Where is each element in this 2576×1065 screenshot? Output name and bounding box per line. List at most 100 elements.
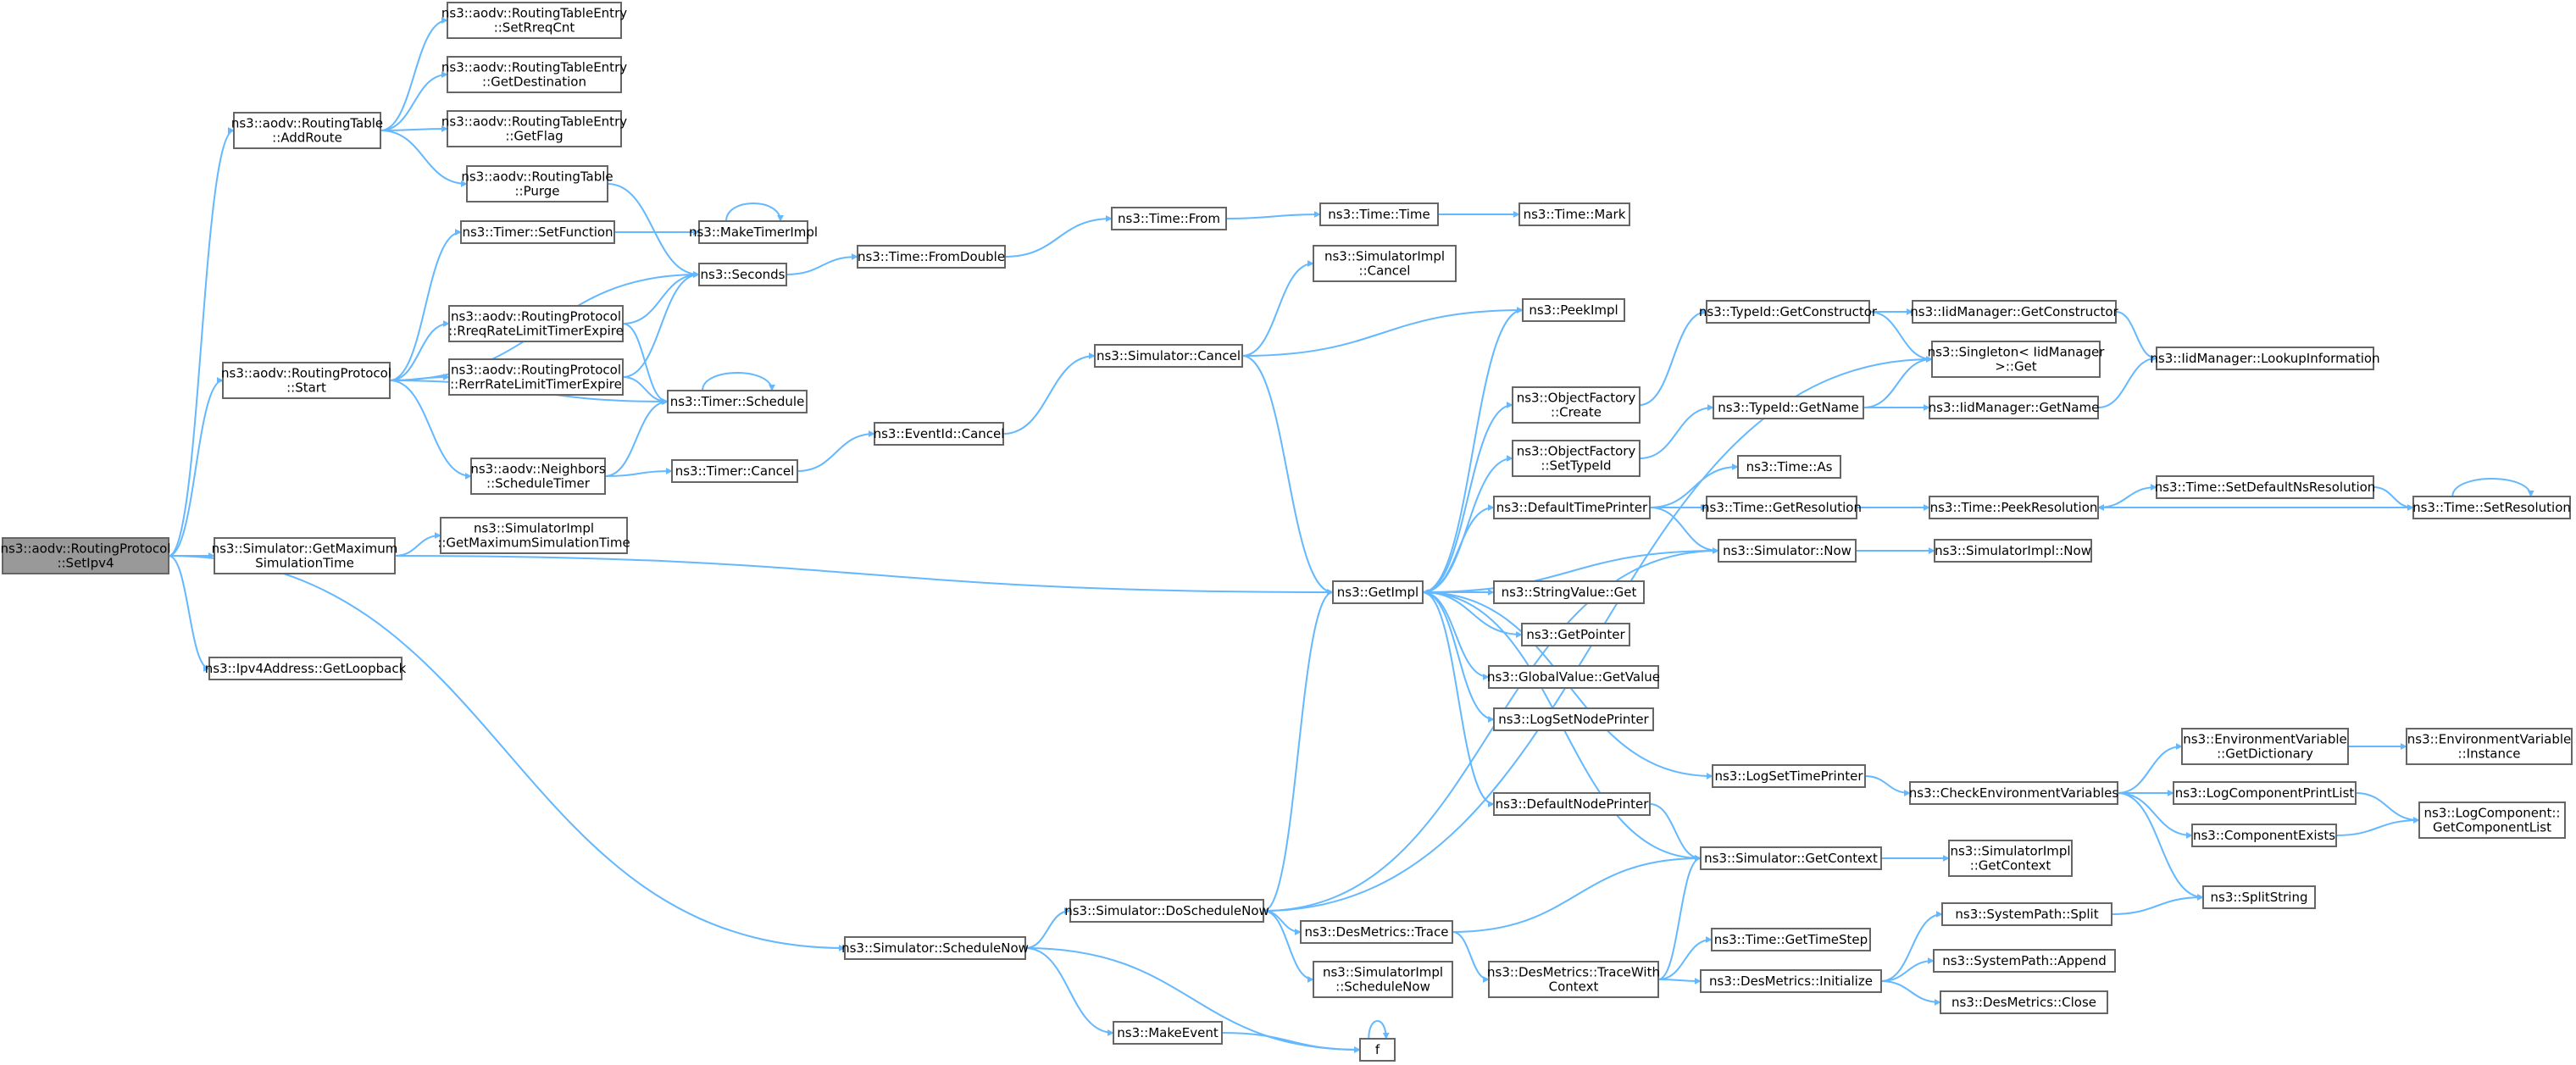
node-objcreate[interactable]: ns3::ObjectFactory::Create (1512, 386, 1641, 424)
node-box (1313, 961, 1453, 998)
node-simgetcontext[interactable]: ns3::Simulator::GetContext (1700, 846, 1882, 870)
node-rerrexpire[interactable]: ns3::aodv::RoutingProtocol::RerrRateLimi… (448, 358, 624, 396)
edge-start-to-neighborstimer (389, 380, 472, 480)
node-start[interactable]: ns3::aodv::RoutingProtocol::Start (221, 362, 391, 399)
edge-typeidgetctor-to-singletonget (1868, 311, 1933, 363)
node-gettimestep[interactable]: ns3::Time::GetTimeStep (1711, 928, 1871, 951)
node-desclose[interactable]: ns3::DesMetrics::Close (1940, 990, 2108, 1014)
node-setreqcnt[interactable]: ns3::aodv::RoutingTableEntry::SetRreqCnt (441, 2, 627, 39)
node-seconds[interactable]: ns3::Seconds (698, 263, 787, 286)
node-simnow[interactable]: ns3::Simulator::Now (1718, 539, 1857, 563)
node-label: ns3::EventId::Cancel (874, 426, 1005, 441)
node-singletonget[interactable]: ns3::Singleton< IidManager>::Get (1928, 341, 2106, 378)
node-typeidgetctor[interactable]: ns3::TypeId::GetConstructor (1699, 300, 1878, 324)
node-simimplgetmax[interactable]: ns3::SimulatorImpl::GetMaximumSimulation… (437, 517, 630, 554)
node-box (667, 390, 808, 413)
node-timerschedule[interactable]: ns3::Timer::Schedule (667, 390, 808, 413)
node-neighborstimer[interactable]: ns3::aodv::Neighbors::ScheduleTimer (470, 458, 606, 495)
node-getimpl[interactable]: ns3::GetImpl (1332, 580, 1424, 604)
node-iidgetctor[interactable]: ns3::IidManager::GetConstructor (1910, 300, 2119, 324)
node-simimplgetcontext[interactable]: ns3::SimulatorImpl::GetContext (1948, 840, 2073, 877)
node-getdest[interactable]: ns3::aodv::RoutingTableEntry::GetDestina… (441, 56, 627, 93)
node-maketimerimpl[interactable]: ns3::MakeTimerImpl (689, 220, 818, 244)
node-timercancel[interactable]: ns3::Timer::Cancel (671, 459, 798, 483)
node-desinit[interactable]: ns3::DesMetrics::Initialize (1700, 969, 1882, 993)
node-label: ::RreqRateLimitTimerExpire (448, 324, 624, 339)
node-checkenv[interactable]: ns3::CheckEnvironmentVariables (1909, 781, 2119, 805)
node-iidlookup[interactable]: ns3::IidManager::LookupInformation (2150, 347, 2380, 370)
node-addroute[interactable]: ns3::aodv::RoutingTable::AddRoute (231, 112, 383, 149)
node-timemark[interactable]: ns3::Time::Mark (1518, 202, 1630, 226)
node-timeas[interactable]: ns3::Time::As (1737, 455, 1841, 479)
node-splitstring[interactable]: ns3::SplitString (2202, 885, 2316, 909)
node-box (1493, 580, 1645, 604)
node-envinstance[interactable]: ns3::EnvironmentVariable::Instance (2406, 728, 2573, 765)
node-sysplit[interactable]: ns3::SystemPath::Split (1941, 902, 2112, 926)
node-f[interactable]: f (1359, 1038, 1396, 1062)
node-setipv4[interactable]: ns3::aodv::RoutingProtocol::SetIpv4 (1, 537, 171, 574)
node-sysappend[interactable]: ns3::SystemPath::Append (1933, 949, 2116, 973)
edge-schedulenow-to-doschedulenow (1024, 907, 1071, 949)
node-timetime[interactable]: ns3::Time::Time (1319, 202, 1439, 226)
node-getflag[interactable]: ns3::aodv::RoutingTableEntry::GetFlag (441, 110, 627, 147)
node-globalvalue[interactable]: ns3::GlobalValue::GetValue (1487, 665, 1660, 689)
node-timepeekres[interactable]: ns3::Time::PeekResolution (1929, 496, 2099, 519)
node-compexists[interactable]: ns3::ComponentExists (2191, 824, 2337, 847)
node-simcancel[interactable]: ns3::Simulator::Cancel (1094, 344, 1243, 368)
node-destrace[interactable]: ns3::DesMetrics::Trace (1300, 920, 1453, 944)
node-box (1700, 969, 1882, 993)
node-purge[interactable]: ns3::aodv::RoutingTable::Purge (461, 165, 613, 202)
node-label: ns3::GetPointer (1526, 627, 1625, 642)
node-makeevent[interactable]: ns3::MakeEvent (1113, 1021, 1223, 1045)
node-simimplnow[interactable]: ns3::SimulatorImpl::Now (1934, 539, 2092, 563)
edge-logprintlist-to-logcomplist (2355, 792, 2420, 824)
node-envgetdict[interactable]: ns3::EnvironmentVariable::GetDictionary (2181, 728, 2349, 765)
node-getpointer[interactable]: ns3::GetPointer (1521, 623, 1630, 646)
edge-defaulttimeprinter-to-simnow (1649, 507, 1719, 554)
node-defaultnodeprinter[interactable]: ns3::DefaultNodePrinter (1493, 792, 1651, 816)
node-iidgetname[interactable]: ns3::IidManager::GetName (1929, 396, 2100, 419)
node-box (2156, 347, 2374, 370)
node-label: ::SetIpv4 (57, 556, 114, 571)
node-timegetres[interactable]: ns3::Time::GetResolution (1702, 496, 1862, 519)
node-label: ns3::EnvironmentVariable (2407, 732, 2571, 747)
node-objsettypeid[interactable]: ns3::ObjectFactory::SetTypeId (1512, 440, 1641, 477)
node-box (208, 657, 402, 680)
node-simimplcancel[interactable]: ns3::SimulatorImpl::Cancel (1313, 245, 1457, 282)
node-logcomplist[interactable]: ns3::LogComponent::GetComponentList (2418, 802, 2566, 839)
node-rreqexpire[interactable]: ns3::aodv::RoutingProtocol::RreqRateLimi… (448, 305, 624, 342)
node-box (874, 422, 1004, 446)
node-doschedulenow[interactable]: ns3::Simulator::DoScheduleNow (1064, 899, 1269, 923)
node-fromdouble[interactable]: ns3::Time::FromDouble (857, 245, 1006, 269)
edge-setipv4-to-start (168, 377, 224, 557)
node-eventidcancel[interactable]: ns3::EventId::Cancel (874, 422, 1005, 446)
node-box (2173, 781, 2357, 805)
node-stringvalueget[interactable]: ns3::StringValue::Get (1493, 580, 1645, 604)
node-box (2412, 496, 2571, 519)
edge-desinit-to-desclose (1880, 980, 1941, 1006)
node-schedulenow[interactable]: ns3::Simulator::ScheduleNow (841, 936, 1029, 960)
node-getloopback[interactable]: ns3::Ipv4Address::GetLoopback (205, 657, 407, 680)
node-logsettime[interactable]: ns3::LogSetTimePrinter (1712, 764, 1866, 788)
node-label: ns3::Time::SetDefaultNsResolution (2155, 480, 2376, 495)
node-setdefaultns[interactable]: ns3::Time::SetDefaultNsResolution (2155, 475, 2376, 499)
node-defaulttimeprinter[interactable]: ns3::DefaultTimePrinter (1493, 496, 1651, 519)
node-setresolution[interactable]: ns3::Time::SetResolution (2412, 496, 2571, 519)
node-timefrom[interactable]: ns3::Time::From (1111, 207, 1227, 230)
node-label: ns3::PeekImpl (1529, 302, 1618, 318)
node-label: ns3::aodv::RoutingTableEntry (441, 60, 627, 75)
node-simimplschednow[interactable]: ns3::SimulatorImpl::ScheduleNow (1313, 961, 1453, 998)
node-box (1929, 396, 2099, 419)
node-label: ns3::SimulatorImpl::Now (1935, 543, 2091, 558)
node-typeidgetname[interactable]: ns3::TypeId::GetName (1713, 396, 1864, 419)
edge-maketimerimpl-to-maketimerimpl (725, 202, 784, 222)
node-peekimpl[interactable]: ns3::PeekImpl (1522, 298, 1625, 322)
node-box (1113, 1021, 1223, 1045)
node-logprintlist[interactable]: ns3::LogComponentPrintList (2173, 781, 2357, 805)
node-label: ns3::GlobalValue::GetValue (1487, 669, 1660, 685)
node-logsetnode[interactable]: ns3::LogSetNodePrinter (1493, 707, 1654, 731)
node-getmaxsim[interactable]: ns3::Simulator::GetMaximumSimulationTime (212, 537, 398, 574)
node-setfunction[interactable]: ns3::Timer::SetFunction (460, 220, 615, 244)
node-box (448, 305, 624, 342)
